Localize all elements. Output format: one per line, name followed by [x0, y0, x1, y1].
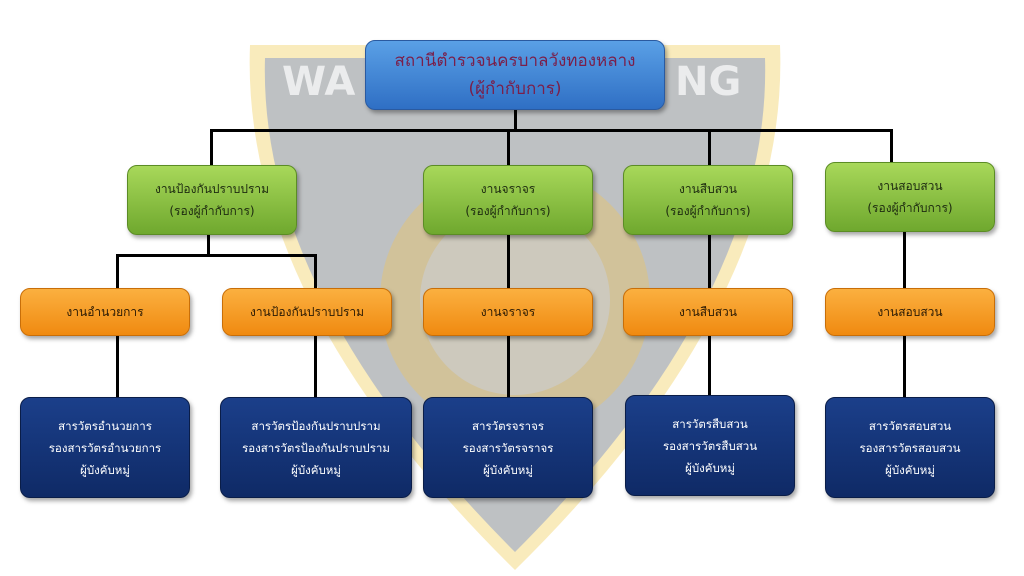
staff-box-investigation: สารวัตรสืบสวนรองสารวัตรสืบสวนผู้บังคับหม…	[625, 395, 795, 496]
deputy-dept: งานสอบสวน	[877, 179, 943, 193]
inspector: สารวัตรสอบสวน	[868, 418, 952, 433]
staff-box-administration: สารวัตรอำนวยการรองสารวัตรอำนวยการผู้บังค…	[20, 397, 190, 498]
inspector: สารวัตรป้องกันปราบปราม	[251, 418, 381, 433]
staff-box-crime-prevention: สารวัตรป้องกันปราบปรามรองสารวัตรป้องกันป…	[220, 397, 412, 498]
deputy-box-inquiry: งานสอบสวน (รองผู้กำกับการ)	[825, 162, 995, 232]
unit-label: งานจราจร	[480, 304, 536, 319]
station-name: สถานีตำรวจนครบาลวังทองหลาง	[394, 51, 636, 71]
svg-text:NG: NG	[675, 59, 741, 105]
unit-label: งานอำนวยการ	[66, 304, 144, 319]
unit-label: งานสืบสวน	[678, 304, 737, 319]
deputy-inspector: รองสารวัตรสืบสวน	[662, 438, 758, 453]
unit-box-traffic: งานจราจร	[423, 288, 593, 336]
inspector: สารวัตรอำนวยการ	[58, 418, 152, 433]
unit-box-administration: งานอำนวยการ	[20, 288, 190, 336]
inspector: สารวัตรสืบสวน	[672, 416, 748, 431]
unit-box-inquiry: งานสอบสวน	[825, 288, 995, 336]
station-commander-box: สถานีตำรวจนครบาลวังทองหลาง (ผู้กำกับการ)	[365, 40, 665, 110]
deputy-title: (รองผู้กำกับการ)	[169, 204, 255, 218]
staff-box-traffic: สารวัตรจราจรรองสารวัตรจราจรผู้บังคับหมู่	[423, 397, 593, 498]
deputy-title: (รองผู้กำกับการ)	[665, 204, 751, 218]
squad-leader: ผู้บังคับหมู่	[483, 462, 533, 477]
deputy-dept: งานจราจร	[480, 182, 536, 196]
deputy-inspector: รองสารวัตรป้องกันปราบปราม	[242, 440, 390, 455]
squad-leader: ผู้บังคับหมู่	[291, 462, 341, 477]
deputy-box-crime-prevention: งานป้องกันปราบปราม (รองผู้กำกับการ)	[127, 165, 297, 235]
inspector: สารวัตรจราจร	[471, 418, 545, 433]
deputy-box-traffic: งานจราจร (รองผู้กำกับการ)	[423, 165, 593, 235]
deputy-inspector: รองสารวัตรสอบสวน	[859, 440, 961, 455]
svg-text:WA: WA	[282, 59, 355, 105]
deputy-title: (รองผู้กำกับการ)	[465, 204, 551, 218]
squad-leader: ผู้บังคับหมู่	[80, 462, 130, 477]
unit-box-investigation: งานสืบสวน	[623, 288, 793, 336]
unit-label: งานป้องกันปราบปราม	[249, 304, 365, 319]
deputy-inspector: รองสารวัตรอำนวยการ	[48, 440, 162, 455]
deputy-dept: งานป้องกันปราบปราม	[154, 182, 270, 196]
deputy-box-investigation: งานสืบสวน (รองผู้กำกับการ)	[623, 165, 793, 235]
commander-title: (ผู้กำกับการ)	[468, 79, 562, 99]
deputy-title: (รองผู้กำกับการ)	[867, 201, 953, 215]
deputy-dept: งานสืบสวน	[678, 182, 737, 196]
squad-leader: ผู้บังคับหมู่	[685, 460, 735, 475]
unit-box-crime-prevention: งานป้องกันปราบปราม	[222, 288, 392, 336]
unit-label: งานสอบสวน	[877, 304, 943, 319]
squad-leader: ผู้บังคับหมู่	[885, 462, 935, 477]
deputy-inspector: รองสารวัตรจราจร	[462, 440, 554, 455]
staff-box-inquiry: สารวัตรสอบสวนรองสารวัตรสอบสวนผู้บังคับหม…	[825, 397, 995, 498]
